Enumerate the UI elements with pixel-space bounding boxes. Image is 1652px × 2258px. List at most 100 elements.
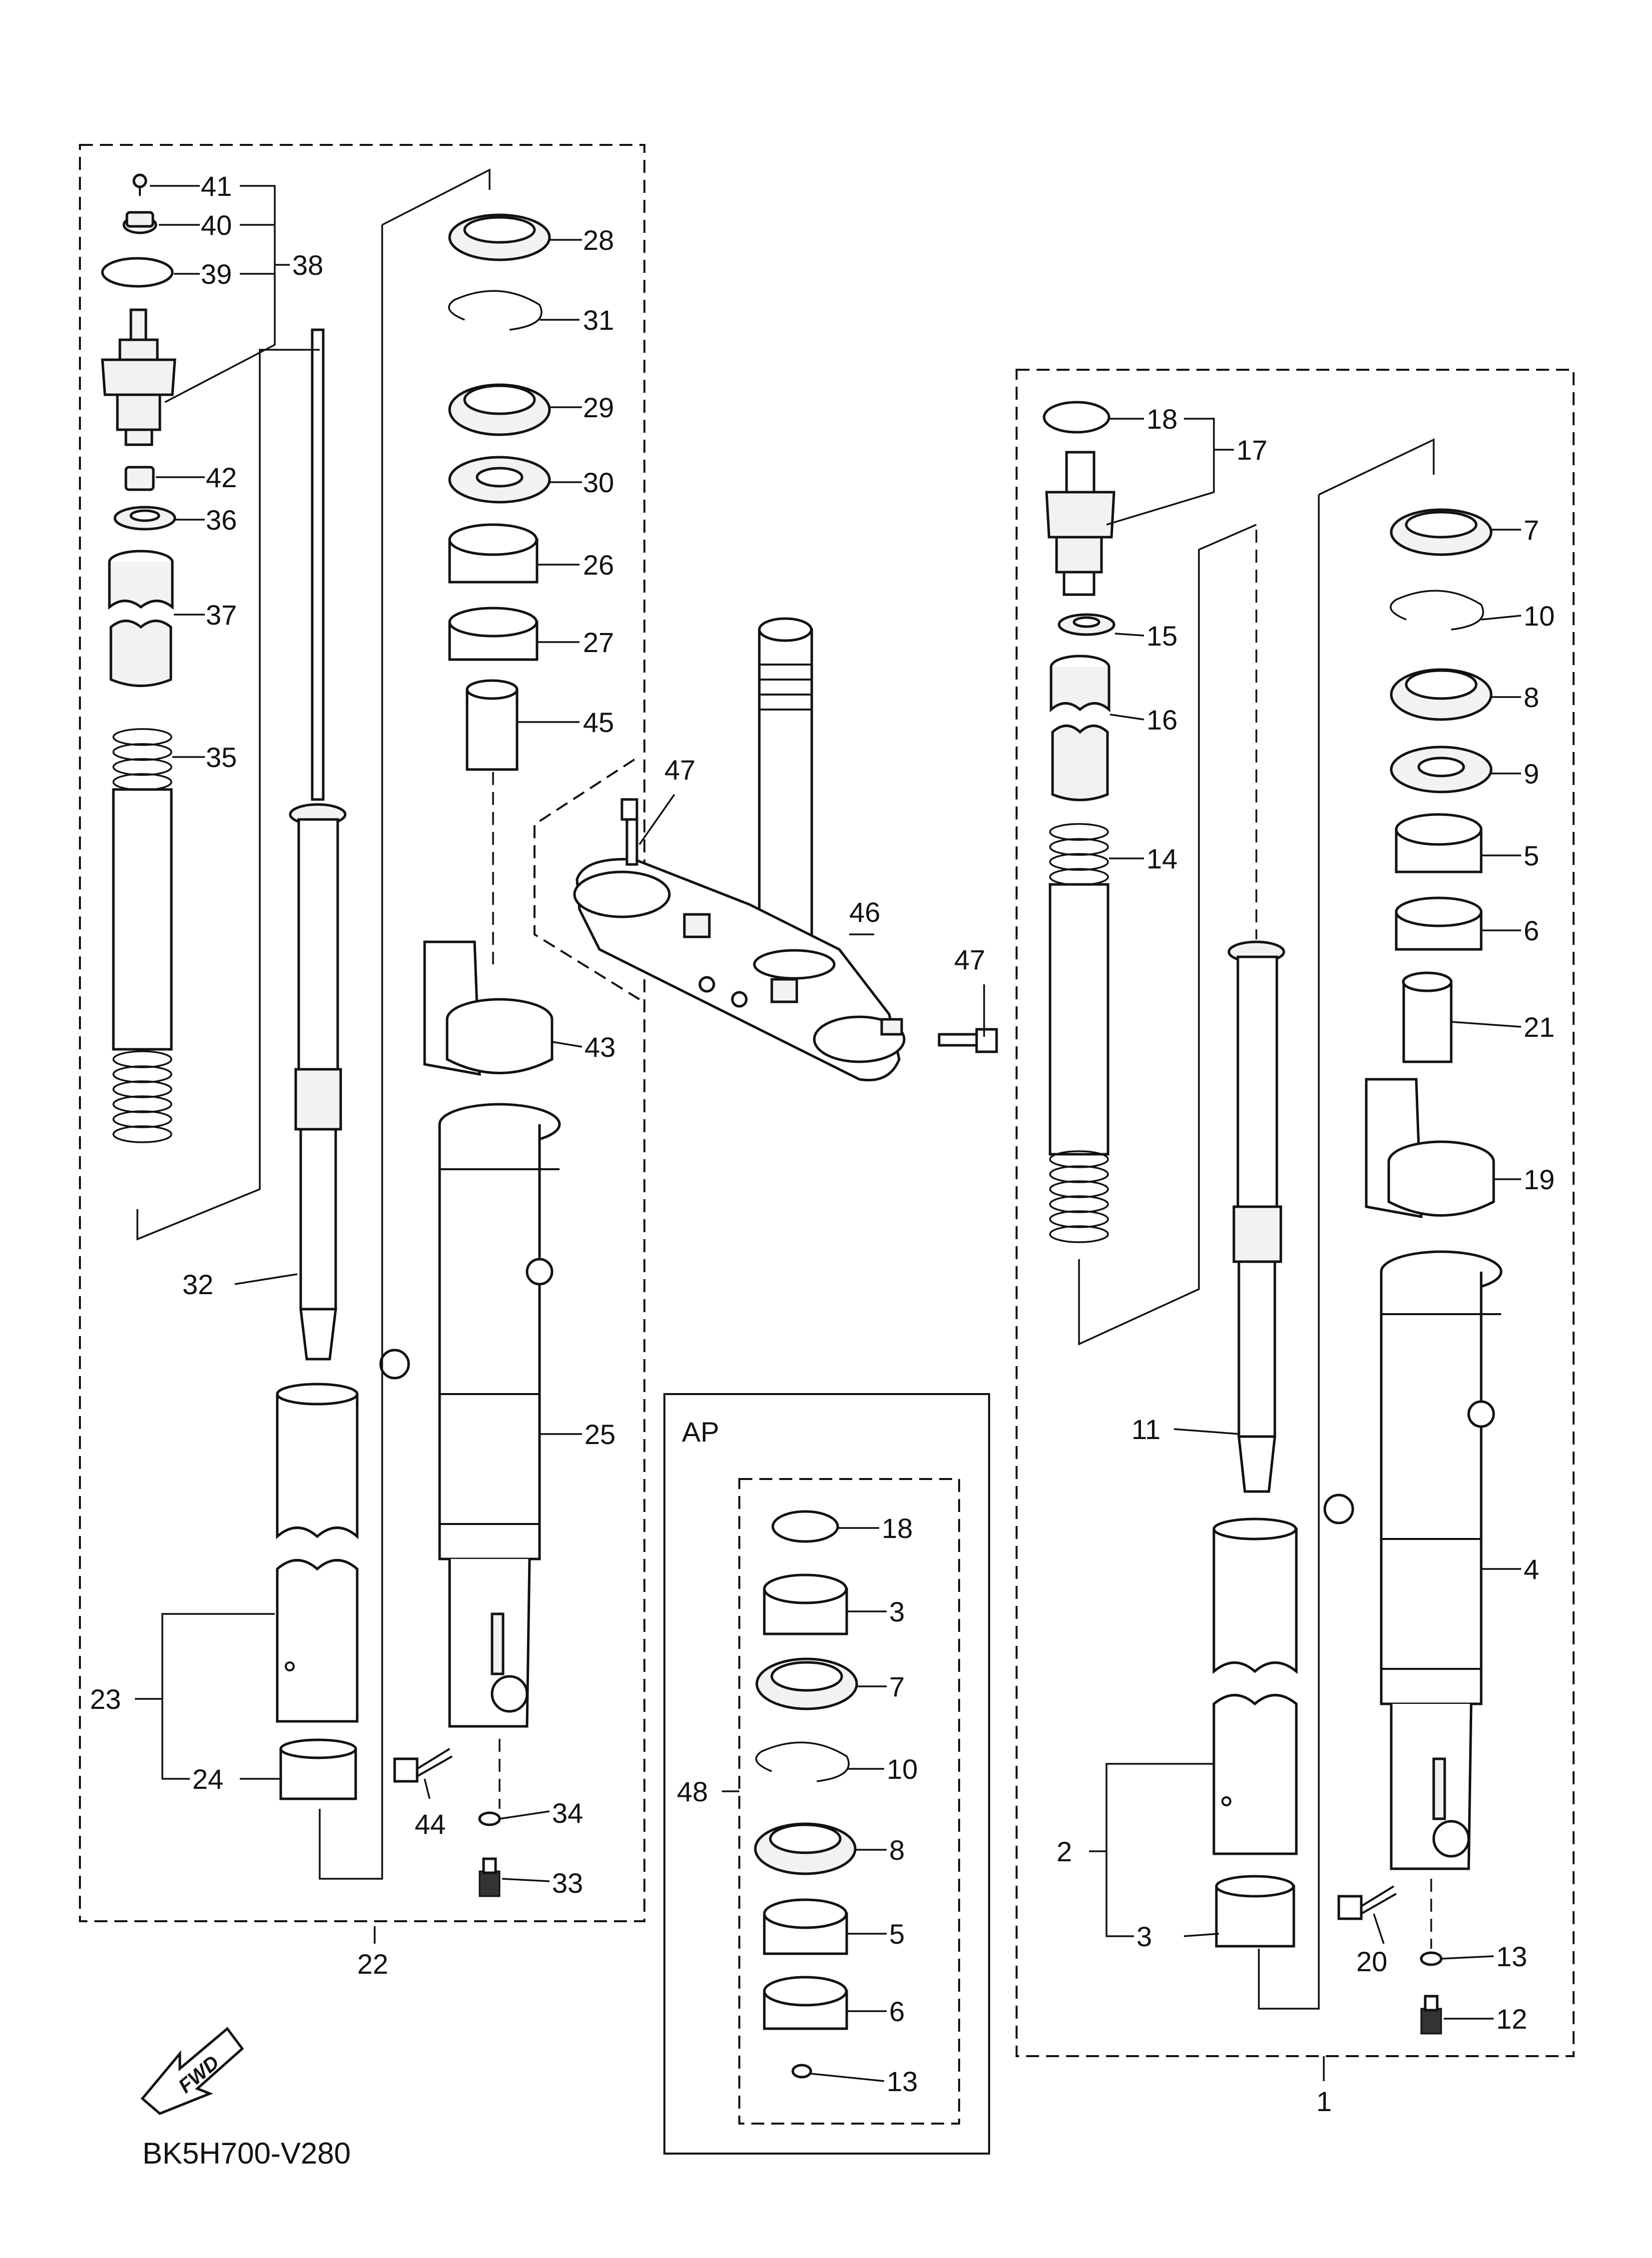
bushing-24-icon [279,1738,357,1800]
bushing-26-icon [448,523,539,584]
label-46: 46 [849,896,880,928]
ap-o-ring-18-icon [771,1510,839,1543]
label-41: 41 [201,170,232,202]
washer-30-icon [448,456,551,504]
ap-label-3: 3 [889,1596,905,1627]
label-9: 9 [1524,758,1539,789]
clip-15-icon [1058,613,1115,636]
label-26: 26 [583,549,614,581]
guard-43-icon [423,940,553,1076]
ap-kit-box [663,1393,990,2155]
label-3: 3 [1136,1921,1152,1952]
screw-41-icon [132,173,147,196]
bushing-27-icon [448,607,539,661]
label-20: 20 [1356,1946,1387,1977]
label-8: 8 [1524,682,1539,713]
label-2: 2 [1057,1836,1072,1867]
ap-bushing-5-icon [763,1898,848,1955]
left-fork-parts [101,173,561,1897]
label-22: 22 [357,1948,388,1980]
label-44: 44 [415,1808,446,1840]
bolt-20-icon [1337,1885,1397,1920]
label-29: 29 [583,392,614,423]
left-fork-group-22 [79,144,645,1922]
right-fork-parts [1043,401,1503,2035]
label-32: 32 [182,1269,213,1300]
ap-label-8: 8 [889,1834,905,1866]
label-25: 25 [584,1419,615,1450]
leader-lines [135,185,1522,2082]
bushing-6-icon [1395,896,1483,951]
label-13: 13 [1496,1941,1527,1972]
ap-oil-seal-7-icon [755,1657,858,1710]
damper-rod-11-icon [1227,940,1285,1493]
oil-seal-8-icon [1390,668,1493,721]
ap-kit-parts [754,1510,858,2079]
damper-rod-32-icon [289,328,347,1361]
o-ring-39-icon [101,257,174,288]
label-42: 42 [206,462,237,493]
bolt-47b-icon [938,1028,998,1053]
right-phantom-lines [1078,438,1435,2010]
o-ring-18-icon [1043,401,1110,434]
label-6: 6 [1524,915,1539,946]
label-47-a: 47 [664,754,695,785]
bushing-5-icon [1395,813,1483,873]
outer-tube-2-icon [1212,1517,1298,1855]
part-labels: 41 40 39 38 42 36 37 35 32 23 24 44 34 3… [90,170,1555,2117]
label-1: 1 [1316,2086,1332,2117]
label-19: 19 [1524,1164,1555,1195]
label-34: 34 [552,1797,583,1829]
label-31: 31 [583,304,614,336]
label-10: 10 [1524,600,1555,632]
outer-fork-tube-25-icon [379,1103,561,1728]
label-5: 5 [1524,840,1539,871]
clip-36-icon [113,506,176,531]
label-18: 18 [1146,403,1177,435]
ap-label-6: 6 [889,1996,905,2027]
ap-label-7: 7 [889,1671,905,1702]
label-24: 24 [192,1763,223,1795]
label-35: 35 [206,742,237,773]
ap-label-18: 18 [882,1512,913,1544]
label-28: 28 [583,224,614,256]
label-27: 27 [583,627,614,658]
label-43: 43 [584,1031,615,1063]
spacer-16-icon [1050,655,1110,801]
ap-label-13: 13 [887,2066,918,2097]
nut-40-icon [122,211,157,234]
label-37: 37 [206,599,237,631]
fwd-arrow-icon: FWD [140,2027,244,2115]
label-12: 12 [1496,2003,1527,2035]
diagram-code: BK5H700-V280 [142,2137,351,2170]
oil-seal-7-icon [1390,508,1493,556]
spring-35-icon [112,728,173,1143]
oil-seal-28-icon [448,213,551,261]
label-36: 36 [206,504,237,536]
label-47-b: 47 [954,944,985,975]
oil-seal-29-icon [448,383,551,436]
cap-bolt-38-icon [101,308,176,446]
spring-14-icon [1049,823,1109,1243]
cap-bolt-17-icon [1045,451,1115,596]
outer-fork-tube-4-icon [1323,1250,1503,1870]
ap-washer-13-icon [791,2064,812,2079]
piston-45-icon [466,679,519,771]
label-23: 23 [90,1683,121,1715]
washer-34-icon [478,1811,501,1826]
bushing-3-icon [1215,1875,1295,1948]
label-21: 21 [1524,1011,1555,1043]
right-fork-group-1 [1016,369,1575,2057]
ap-bushing-3-icon [763,1573,848,1635]
spacer-37-icon [108,550,174,687]
label-15: 15 [1146,620,1177,652]
ap-box-label: AP [682,1416,719,1448]
steering-crown-46-icon [534,617,906,1082]
washer-13-icon [1420,1951,1443,1966]
clip-31-icon [448,290,543,331]
outer-tube-23-icon [276,1383,359,1723]
clip-10-icon [1390,590,1484,631]
guard-19-icon [1365,1078,1495,1219]
bolt-44-icon [393,1748,453,1783]
